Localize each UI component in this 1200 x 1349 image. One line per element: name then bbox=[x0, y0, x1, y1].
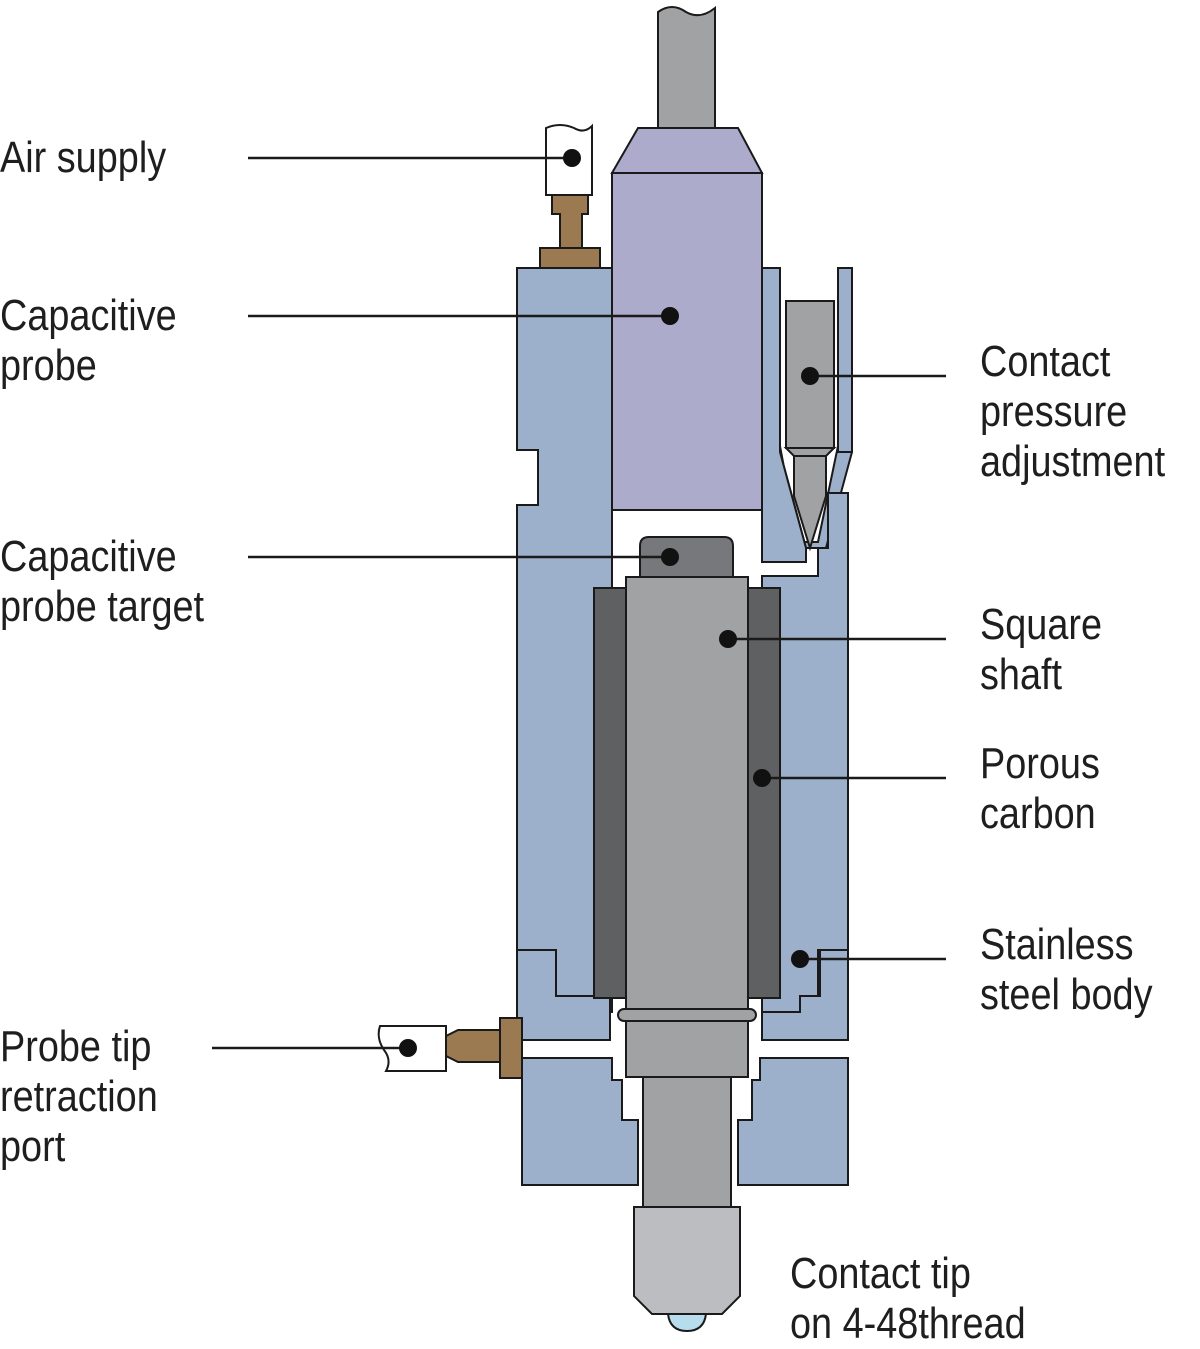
label-capacitive-probe-target: Capacitive probe target bbox=[0, 532, 205, 631]
leader-lines bbox=[212, 156, 946, 1050]
capacitive-probe-target bbox=[639, 536, 734, 578]
contact-tip-ball bbox=[666, 1313, 708, 1333]
label-air-supply: Air supply bbox=[0, 133, 167, 182]
porous-carbon-right bbox=[745, 587, 781, 999]
shaft-stem bbox=[642, 1076, 732, 1208]
label-square-shaft: Square shaft bbox=[980, 600, 1103, 699]
capacitive-probe-body bbox=[611, 172, 763, 511]
label-contact-pressure-adjustment: Contact pressure adjustment bbox=[980, 337, 1166, 486]
air-supply-fitting bbox=[551, 194, 589, 249]
shaft-lower bbox=[625, 1020, 749, 1078]
square-shaft bbox=[625, 576, 749, 1010]
retraction-port-flange bbox=[499, 1017, 523, 1079]
label-probe-tip-retraction-port: Probe tip retraction port bbox=[0, 1022, 158, 1171]
air-supply-fitting-base bbox=[539, 247, 601, 269]
shaft-collar bbox=[617, 1008, 757, 1022]
capacitive-probe-top bbox=[610, 127, 764, 174]
label-capacitive-probe: Capacitive probe bbox=[0, 291, 177, 390]
body-lower-right bbox=[737, 1057, 849, 1186]
contact-tip bbox=[633, 1206, 741, 1315]
body-lower-left bbox=[521, 1057, 639, 1186]
body-right-flange bbox=[761, 949, 849, 1041]
probe-cable bbox=[657, 5, 716, 129]
label-contact-tip: Contact tip on 4-48thread bbox=[790, 1249, 1026, 1348]
adjustment-housing-outer bbox=[837, 267, 853, 453]
adjustment-screw-tip bbox=[793, 455, 827, 552]
label-stainless-steel-body: Stainless steel body bbox=[980, 920, 1153, 1019]
adjustment-screw-taper bbox=[783, 447, 837, 457]
retraction-port-fitting bbox=[445, 1029, 501, 1063]
label-porous-carbon: Porous carbon bbox=[980, 739, 1100, 838]
adjustment-housing-fill bbox=[761, 267, 807, 563]
leader-dots bbox=[399, 149, 819, 1057]
porous-carbon-left bbox=[593, 587, 629, 999]
